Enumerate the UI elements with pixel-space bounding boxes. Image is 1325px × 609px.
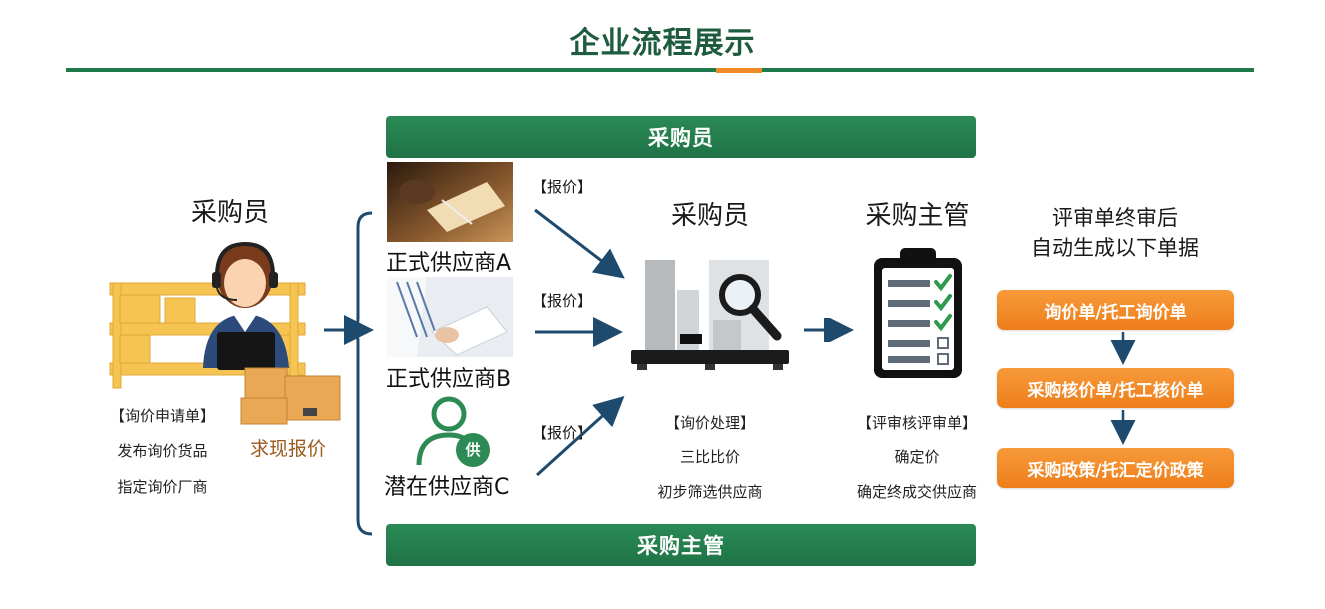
left-bracket-connector [324, 211, 374, 536]
manager-line-2: 确定终成交供应商 [856, 483, 977, 501]
quote-arrows [534, 208, 625, 477]
buyer-warehouse-illustration [109, 241, 341, 425]
band-manager: 采购主管 [386, 524, 976, 566]
buyer-to-manager-arrow [804, 318, 854, 342]
clipboard-checklist-icon [874, 248, 962, 378]
supplier-b-photo [387, 277, 513, 357]
title-divider [66, 68, 1254, 72]
buyer-line-2: 初步筛选供应商 [657, 483, 763, 501]
manager-line-1: 确定价 [894, 448, 940, 466]
page-title: 企业流程展示 [569, 26, 756, 61]
doc-pricing-policy: 采购政策/托汇定价政策 [997, 448, 1234, 488]
result-heading-line-1: 评审单终审后 [1052, 206, 1178, 230]
left-doc-title: 【询价申请单】 [109, 407, 215, 425]
potential-supplier-badge: 供 [465, 441, 481, 459]
inquiry-processing-illustration [631, 260, 789, 370]
quote-label-a: 【报价】 [532, 178, 593, 196]
doc-inquiry-sheet: 询价单/托工询价单 [997, 290, 1234, 330]
doc-price-check-sheet: 采购核价单/托工核价单 [997, 368, 1234, 408]
potential-supplier-icon [416, 396, 490, 467]
supplier-a-photo [387, 162, 513, 242]
buyer-heading: 采购员 [670, 201, 749, 231]
supplier-a-label: 正式供应商A [386, 251, 512, 276]
result-flow-arrows [1110, 332, 1136, 445]
left-line-1: 发布询价货品 [117, 442, 208, 460]
title-divider-accent [716, 68, 762, 73]
result-heading-line-2: 自动生成以下单据 [1031, 236, 1199, 260]
supplier-c-label: 潜在供应商C [384, 475, 510, 500]
buyer-line-1: 三比比价 [679, 448, 740, 466]
band-buyer: 采购员 [386, 116, 976, 158]
quote-label-b: 【报价】 [532, 292, 593, 310]
buyer-doc-title: 【询价处理】 [664, 414, 755, 432]
left-heading: 采购员 [190, 198, 269, 228]
supplier-b-label: 正式供应商B [386, 367, 512, 392]
manager-heading: 采购主管 [865, 201, 970, 231]
quote-request-label: 求现报价 [250, 438, 327, 460]
left-line-2: 指定询价厂商 [117, 478, 208, 496]
manager-doc-title: 【评审核评审单】 [856, 414, 977, 432]
